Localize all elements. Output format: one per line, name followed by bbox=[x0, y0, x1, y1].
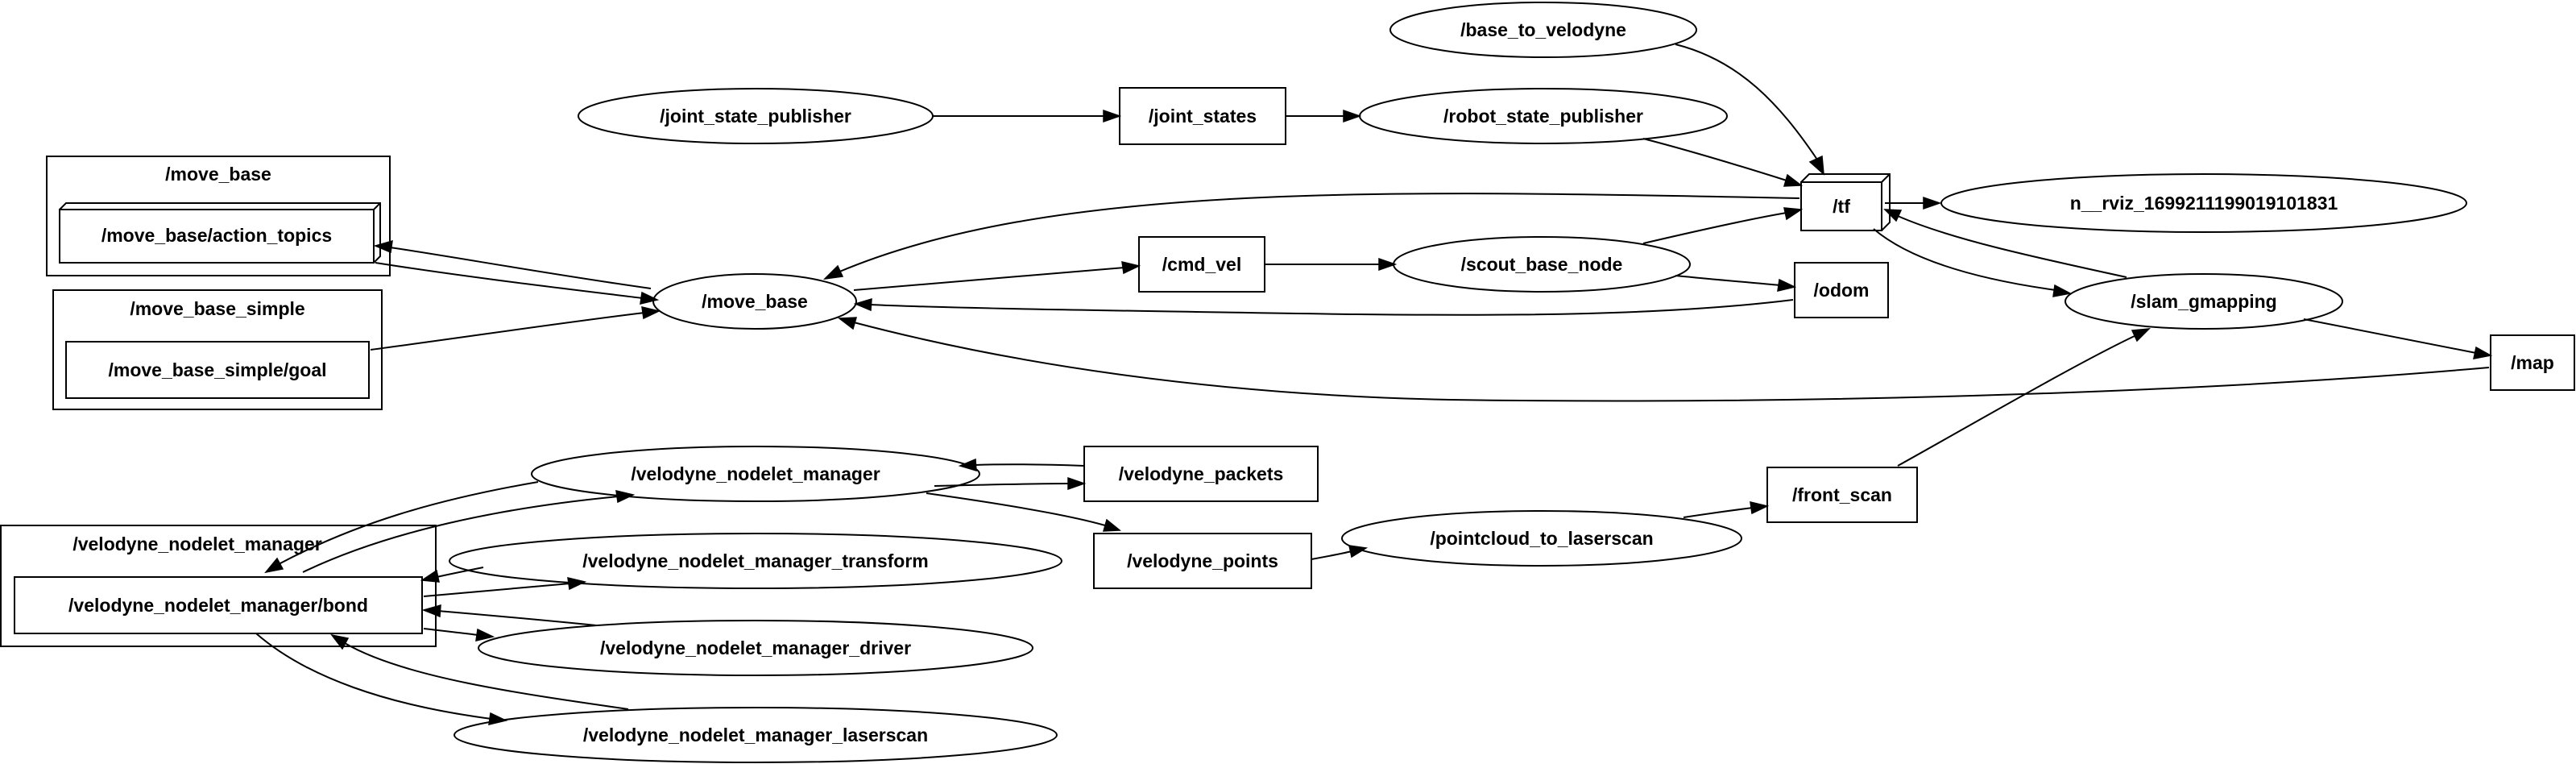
edge-scout-base-node-to-tf[interactable] bbox=[1642, 207, 1804, 244]
edges bbox=[255, 44, 2493, 725]
edge-joint-state-publisher-to-joint-states[interactable] bbox=[933, 109, 1122, 123]
node-joint-state-publisher[interactable]: /joint_state_publisher bbox=[578, 88, 934, 144]
node-vnm-transform[interactable]: /velodyne_nodelet_manager_transform bbox=[449, 533, 1062, 589]
cluster-move-base-label: /move_base bbox=[165, 164, 271, 185]
node-joint-states-label: /joint_states bbox=[1149, 106, 1257, 127]
node-vnm-laserscan[interactable]: /velodyne_nodelet_manager_laserscan bbox=[453, 707, 1058, 763]
cluster-velodyne-nodelet-manager-label: /velodyne_nodelet_manager bbox=[72, 534, 321, 554]
edge-velodyne-nodelet-manager-to-velodyne-packets[interactable] bbox=[934, 476, 1087, 491]
node-move-base[interactable]: /move_base bbox=[652, 273, 857, 330]
edge-bond-to-transform[interactable] bbox=[423, 577, 587, 597]
edge-velodyne-packets-to-velodyne-nodelet-manager[interactable] bbox=[958, 458, 1085, 472]
node-cmd-vel[interactable]: /cmd_vel bbox=[1138, 236, 1265, 293]
node-rviz[interactable]: n__rviz_1699211199019101831 bbox=[1940, 173, 2467, 233]
cluster-move-base-simple-label: /move_base_simple bbox=[130, 298, 304, 319]
edge-base-to-velodyne-to-tf[interactable] bbox=[1675, 44, 1824, 176]
node-tf[interactable]: /tf bbox=[1800, 173, 1891, 231]
edge-slam-gmapping-to-tf[interactable] bbox=[1883, 209, 2127, 278]
cluster-move-base-simple: /move_base_simple bbox=[52, 289, 383, 410]
node-velodyne-points[interactable]: /velodyne_points bbox=[1093, 533, 1312, 589]
node-move-base-simple-goal-label: /move_base_simple/goal bbox=[108, 359, 326, 380]
node-joint-states[interactable]: /joint_states bbox=[1119, 87, 1286, 145]
node-vnm-laserscan-label: /velodyne_nodelet_manager_laserscan bbox=[583, 725, 928, 745]
node-move-base-action-topics[interactable]: /move_base/action_topics bbox=[59, 202, 381, 264]
node-map[interactable]: /map bbox=[2490, 334, 2575, 391]
edge-transform-to-bond[interactable] bbox=[420, 567, 484, 583]
edge-tf-to-move-base[interactable] bbox=[822, 193, 1800, 280]
edge-velodyne-nodelet-manager-to-velodyne-points[interactable] bbox=[926, 492, 1121, 532]
node-odom-label: /odom bbox=[1814, 280, 1870, 301]
edge-tf-to-rviz[interactable] bbox=[1885, 196, 1942, 210]
edge-driver-to-bond[interactable] bbox=[421, 604, 597, 626]
node-velodyne-points-label: /velodyne_points bbox=[1127, 550, 1278, 571]
edge-move-base-simple-goal-to-move-base[interactable] bbox=[370, 306, 661, 351]
node-move-base-simple-goal[interactable]: /move_base_simple/goal bbox=[65, 341, 370, 399]
edge-bond-to-driver[interactable] bbox=[423, 628, 495, 642]
node-map-label: /map bbox=[2511, 352, 2554, 373]
edge-odom-to-move-base[interactable] bbox=[853, 297, 1794, 316]
node-rviz-label: n__rviz_1699211199019101831 bbox=[2070, 193, 2338, 214]
edge-laserscan-to-bond[interactable] bbox=[330, 633, 629, 710]
node-odom[interactable]: /odom bbox=[1794, 262, 1889, 318]
node-cmd-vel-label: /cmd_vel bbox=[1162, 254, 1241, 275]
node-vnm-driver[interactable]: /velodyne_nodelet_manager_driver bbox=[478, 620, 1033, 676]
node-front-scan[interactable]: /front_scan bbox=[1766, 467, 1918, 523]
cluster-move-base: /move_base bbox=[46, 156, 391, 276]
node-slam-gmapping[interactable]: /slam_gmapping bbox=[2065, 273, 2343, 330]
node-velodyne-nodelet-manager[interactable]: /velodyne_nodelet_manager bbox=[531, 446, 980, 502]
edge-cmd-vel-to-scout-base-node[interactable] bbox=[1265, 257, 1398, 272]
node-velodyne-packets[interactable]: /velodyne_packets bbox=[1083, 446, 1319, 502]
edge-joint-states-to-robot-state-publisher[interactable] bbox=[1286, 109, 1362, 123]
node-move-base-action-topics-label: /move_base/action_topics bbox=[101, 225, 332, 246]
node-velodyne-nodelet-manager-label: /velodyne_nodelet_manager bbox=[631, 463, 880, 484]
node-vnm-driver-label: /velodyne_nodelet_manager_driver bbox=[600, 637, 911, 658]
edge-front-scan-to-slam-gmapping[interactable] bbox=[1897, 328, 2151, 467]
node-tf-label: /tf bbox=[1833, 196, 1850, 217]
node-base-to-velodyne[interactable]: /base_to_velodyne bbox=[1389, 2, 1697, 58]
node-vnm-bond-label: /velodyne_nodelet_manager/bond bbox=[68, 595, 368, 616]
edge-action-topics-to-move-base[interactable] bbox=[375, 262, 660, 305]
edge-move-base-to-action-topics[interactable] bbox=[373, 239, 652, 289]
node-vnm-transform-label: /velodyne_nodelet_manager_transform bbox=[582, 550, 928, 571]
node-pointcloud-to-laserscan[interactable]: /pointcloud_to_laserscan bbox=[1341, 510, 1742, 567]
node-vnm-bond[interactable]: /velodyne_nodelet_manager/bond bbox=[14, 576, 423, 634]
node-slam-gmapping-label: /slam_gmapping bbox=[2131, 291, 2276, 312]
cluster-velodyne-nodelet-manager: /velodyne_nodelet_manager bbox=[0, 525, 437, 647]
edge-move-base-to-cmd-vel[interactable] bbox=[853, 261, 1141, 291]
node-scout-base-node[interactable]: /scout_base_node bbox=[1393, 236, 1691, 293]
node-pointcloud-to-laserscan-label: /pointcloud_to_laserscan bbox=[1430, 528, 1653, 549]
node-joint-state-publisher-label: /joint_state_publisher bbox=[660, 106, 851, 127]
edge-scout-base-node-to-odom[interactable] bbox=[1675, 275, 1797, 292]
node-front-scan-label: /front_scan bbox=[1792, 484, 1892, 505]
node-scout-base-node-label: /scout_base_node bbox=[1461, 254, 1623, 275]
node-move-base-label: /move_base bbox=[702, 291, 808, 312]
edge-slam-gmapping-to-map[interactable] bbox=[2303, 318, 2493, 359]
edge-tf-to-slam-gmapping[interactable] bbox=[1873, 228, 2073, 297]
edge-map-to-move-base[interactable] bbox=[837, 317, 2490, 402]
node-robot-state-publisher-label: /robot_state_publisher bbox=[1443, 106, 1643, 127]
nodes: /base_to_velodyne /joint_state_publisher… bbox=[14, 2, 2575, 763]
edge-velodyne-points-to-pointcloud-to-laserscan[interactable] bbox=[1311, 545, 1369, 560]
node-velodyne-packets-label: /velodyne_packets bbox=[1119, 463, 1284, 484]
edge-pointcloud-to-laserscan-to-front-scan[interactable] bbox=[1683, 501, 1770, 518]
edge-robot-state-publisher-to-tf[interactable] bbox=[1642, 138, 1804, 187]
node-base-to-velodyne-label: /base_to_velodyne bbox=[1460, 19, 1626, 40]
edge-velodyne-nodelet-manager-to-bond[interactable] bbox=[264, 481, 539, 574]
node-robot-state-publisher[interactable]: /robot_state_publisher bbox=[1359, 88, 1728, 144]
